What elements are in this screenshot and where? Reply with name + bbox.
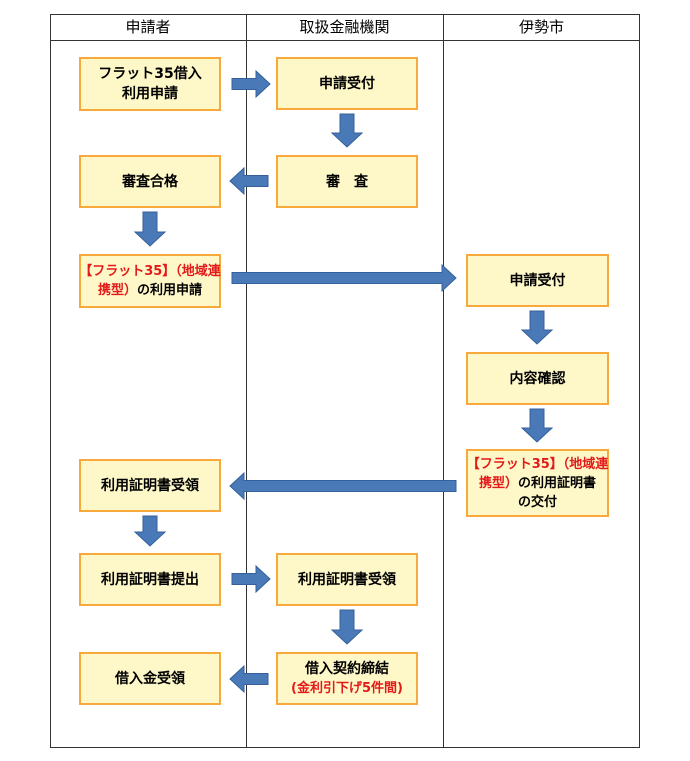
- box-loan-received: 借入金受領: [79, 652, 221, 705]
- box-loan-contract: 借入契約締結 (金利引下げ5件間): [276, 652, 418, 705]
- column-header-city: 伊勢市: [518, 18, 564, 36]
- box-city-content-confirmation: 内容確認: [466, 352, 609, 405]
- box-certificate-submitted: 利用証明書提出: [79, 553, 221, 606]
- arrow-received-to-submitted: [133, 515, 167, 547]
- box-flat35-application-line2: 利用申請: [122, 86, 178, 102]
- lane-divider-1: [246, 14, 247, 748]
- arrow-contract-to-loan-received: [229, 664, 269, 694]
- column-header-bank: 取扱金融機関: [299, 18, 390, 36]
- arrow-bank-receipt-to-contract: [330, 609, 364, 645]
- arrow-city-receipt-to-confirmation: [520, 310, 554, 345]
- arrow-screening-to-applicant: [229, 166, 269, 196]
- arrow-application-to-bank: [231, 69, 271, 99]
- column-header-applicant: 申請者: [125, 18, 171, 36]
- arrow-regional-application-to-city: [231, 263, 457, 293]
- box-city-certificate-issued-red2: 携型）: [478, 475, 518, 491]
- arrow-bank-receipt-to-screening: [330, 113, 364, 148]
- box-flat35-application: フラット35借入 利用申請: [79, 57, 221, 111]
- box-city-certificate-issued-black2: の利用証明書: [518, 475, 597, 491]
- box-loan-contract-line2: (金利引下げ5件間): [291, 680, 403, 696]
- box-city-certificate-issued: 【フラット35】（地域連 携型）の利用証明書 の交付: [466, 449, 609, 517]
- box-flat35-application-line1: フラット35借入: [98, 66, 202, 82]
- arrow-passed-to-regional-application: [133, 211, 167, 247]
- lane-divider-2: [443, 14, 444, 748]
- arrow-certificate-to-applicant: [229, 471, 457, 501]
- box-bank-certificate-received: 利用証明書受領: [276, 553, 418, 606]
- box-city-application-received: 申請受付: [466, 254, 609, 307]
- box-screening-passed: 審査合格: [79, 155, 221, 208]
- box-regional-flat35-application-line2: 携型）の利用申請: [98, 281, 202, 300]
- box-bank-application-received: 申請受付: [276, 57, 418, 110]
- box-city-certificate-issued-line1: 【フラット35】（地域連: [466, 456, 609, 472]
- box-regional-flat35-application-line1: 【フラット35】（地域連: [79, 264, 221, 279]
- box-regional-flat35-application-red2: 携型）: [97, 283, 137, 298]
- header-divider: [50, 40, 640, 41]
- box-city-certificate-issued-line3: の交付: [517, 494, 557, 510]
- box-city-certificate-issued-line2: 携型）の利用証明書: [479, 474, 596, 493]
- box-loan-contract-line1: 借入契約締結: [305, 660, 389, 677]
- box-regional-flat35-application: 【フラット35】（地域連 携型）の利用申請: [79, 254, 221, 308]
- arrow-submitted-to-bank: [231, 564, 271, 594]
- arrow-confirmation-to-certificate: [520, 408, 554, 443]
- box-certificate-received-applicant: 利用証明書受領: [79, 459, 221, 512]
- box-regional-flat35-application-black2: の利用申請: [137, 283, 203, 298]
- diagram-frame: [50, 14, 640, 748]
- box-bank-screening: 審 査: [276, 155, 418, 208]
